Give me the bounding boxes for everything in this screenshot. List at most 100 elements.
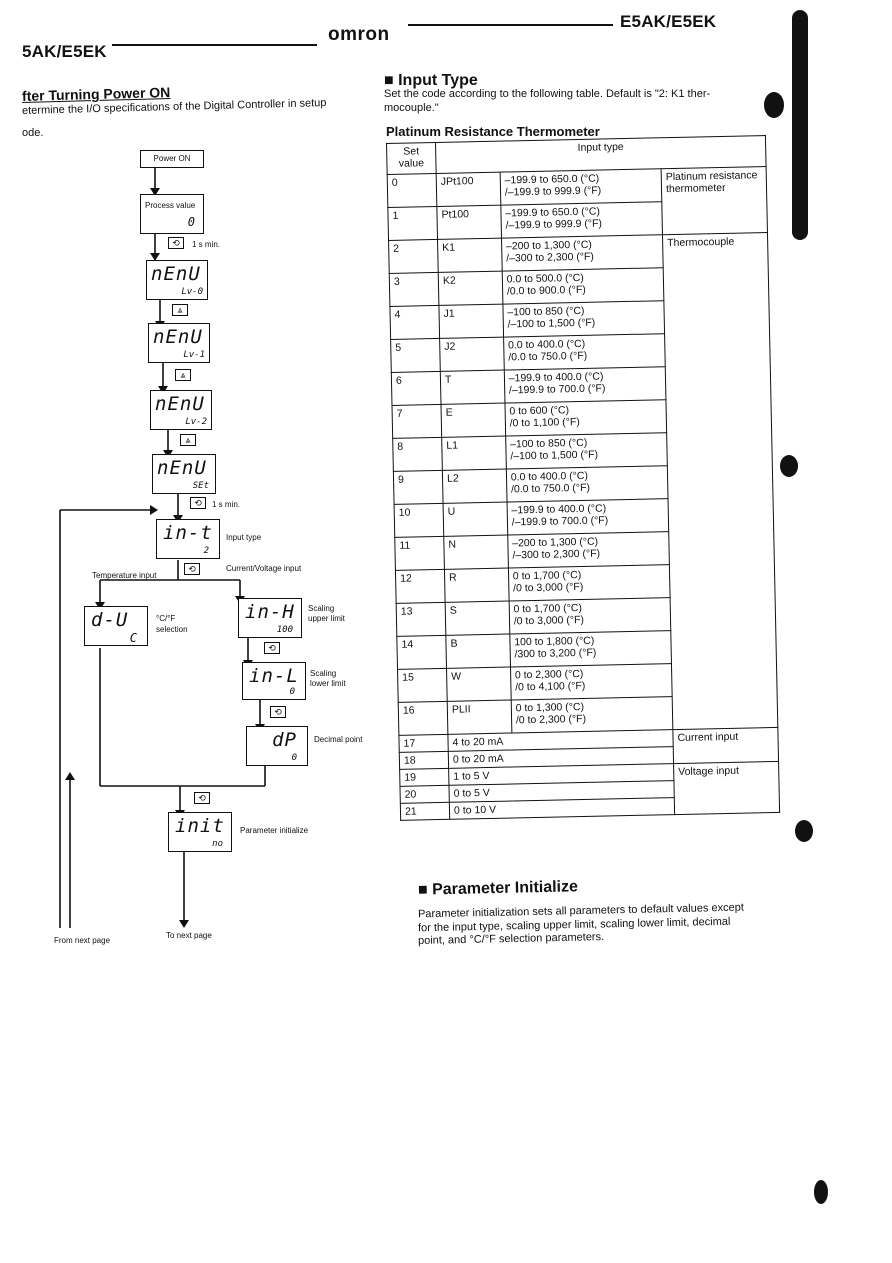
input-type-display: in-t 2 <box>156 519 220 559</box>
scaling-lower-label-2: lower limit <box>310 679 346 688</box>
row-range: –199.9 to 650.0 (°C)/–199.9 to 999.9 (°F… <box>499 168 662 206</box>
menu-lv0-display: nEnU Lv-0 <box>146 260 208 300</box>
row-set-value: 2 <box>388 239 439 274</box>
row-set-value: 9 <box>393 470 444 505</box>
range-fahrenheit: /0 to 4,100 (°F) <box>515 679 586 694</box>
row-range: –199.9 to 400.0 (°C)/–199.9 to 700.0 (°F… <box>506 498 669 536</box>
range-fahrenheit: /0.0 to 750.0 (°F) <box>508 349 588 364</box>
mode-key-icon: ⟲ <box>194 792 210 804</box>
range-fahrenheit: /–199.9 to 700.0 (°F) <box>511 514 609 529</box>
scaling-lower-sub: 0 <box>289 687 295 697</box>
range-fahrenheit: /0 to 1,100 (°F) <box>509 416 580 430</box>
row-sensor-code: T <box>440 370 505 405</box>
row-range: 0 to 2,300 (°C)/0 to 4,100 (°F) <box>510 663 673 701</box>
up-key-icon: ⩓ <box>172 304 188 316</box>
section-bullet-icon: ■ <box>384 72 399 89</box>
row-set-value: 8 <box>392 437 443 472</box>
range-fahrenheit: /–199.9 to 700.0 (°F) <box>508 382 606 397</box>
row-range: –199.9 to 650.0 (°C)/–199.9 to 999.9 (°F… <box>500 201 663 239</box>
menu-lv2-sub: Lv-2 <box>185 417 207 427</box>
table-subtitle: Platinum Resistance Thermometer <box>386 124 600 139</box>
category-platinum: Platinum resistance thermometer <box>661 166 768 235</box>
input-type-desc-2: mocouple." <box>384 102 439 114</box>
header-left-model: 5AK/E5EK <box>22 42 107 61</box>
scaling-upper-display: in-H 100 <box>238 598 302 638</box>
range-fahrenheit: /0 to 3,000 (°F) <box>513 613 585 628</box>
range-fahrenheit: /–300 to 2,300 (°F) <box>506 250 594 265</box>
cf-selection-label-1: °C/°F <box>156 614 176 623</box>
up-key-icon: ⩓ <box>180 434 196 446</box>
process-value-box: Process value 0 <box>140 194 204 234</box>
row-sensor-code: JPt100 <box>436 172 501 207</box>
range-fahrenheit: /0.0 to 900.0 (°F) <box>506 283 586 298</box>
row-set-value: 0 <box>387 173 437 208</box>
menu-set-sub: SEt <box>192 481 209 491</box>
row-range: –199.9 to 400.0 (°C)/–199.9 to 700.0 (°F… <box>504 366 666 404</box>
menu-lv0-main: nEnU <box>151 263 201 285</box>
range-fahrenheit: /0 to 2,300 (°F) <box>515 712 587 727</box>
row-sensor-code: J1 <box>438 304 504 339</box>
binder-hole-mark <box>814 1180 828 1204</box>
row-set-value: 5 <box>390 338 441 373</box>
scaling-lower-label-1: Scaling <box>310 669 337 678</box>
scaling-lower-display: in-L 0 <box>242 662 306 700</box>
row-sensor-code: PLII <box>447 700 512 735</box>
row-sensor-code: U <box>443 502 508 537</box>
mode-key-icon: ⟲ <box>168 237 184 249</box>
param-init-sub: no <box>212 839 223 849</box>
row-range: –200 to 1,300 (°C)/–300 to 2,300 (°F) <box>501 234 664 272</box>
row-set-value: 6 <box>391 371 441 406</box>
to-next-page-label: To next page <box>166 931 212 940</box>
brand-logo: omron <box>328 24 390 45</box>
row-sensor-code: K1 <box>437 238 502 273</box>
menu-lv1-display: nEnU Lv-1 <box>148 323 210 363</box>
row-sensor-code: L2 <box>442 469 507 504</box>
mode-key-icon: ⟲ <box>184 563 200 575</box>
decimal-point-label: Decimal point <box>314 735 363 744</box>
row-sensor-code: L1 <box>441 436 507 471</box>
row-range: 0 to 1,300 (°C)/0 to 2,300 (°F) <box>510 696 673 733</box>
mode-key-icon: ⟲ <box>264 642 280 654</box>
scaling-upper-sub: 100 <box>276 625 293 635</box>
menu-set-main: nEnU <box>157 457 207 479</box>
range-fahrenheit: /–300 to 2,300 (°F) <box>512 547 601 562</box>
row-range: 100 to 1,800 (°C)/300 to 3,200 (°F) <box>509 630 672 668</box>
row-set-value: 16 <box>398 701 448 736</box>
menu-lv2-main: nEnU <box>155 393 205 415</box>
row-sensor-code: S <box>445 601 510 636</box>
category-voltage: Voltage input <box>673 761 780 815</box>
up-key-icon: ⩓ <box>175 369 191 381</box>
cf-selection-main: d-U <box>91 609 129 631</box>
range-fahrenheit: /0.0 to 750.0 (°F) <box>510 481 591 496</box>
row-set-value: 14 <box>396 635 447 670</box>
row-range: –200 to 1,300 (°C)/–300 to 2,300 (°F) <box>507 531 670 569</box>
row-range: 0.0 to 400.0 (°C)/0.0 to 750.0 (°F) <box>506 465 669 503</box>
range-fahrenheit: /–100 to 1,500 (°F) <box>507 316 596 331</box>
cf-selection-display: d-U C <box>84 606 148 646</box>
binder-hole-mark <box>780 455 798 477</box>
row-set-value: 15 <box>397 668 448 703</box>
row-sensor-code: E <box>440 403 506 438</box>
row-range: 0 to 1,700 (°C)/0 to 3,000 (°F) <box>508 564 671 602</box>
row-sensor-code: J2 <box>439 337 505 372</box>
row-range: 0.0 to 500.0 (°C)/0.0 to 900.0 (°F) <box>501 267 664 305</box>
row-range: 0 to 600 (°C)/0 to 1,100 (°F) <box>504 399 667 437</box>
row-sensor-code: Pt100 <box>436 205 502 240</box>
power-on-intro-2: ode. <box>22 127 44 139</box>
binder-hole-mark <box>795 820 813 842</box>
row-set-value: 20 <box>399 785 450 804</box>
input-type-desc-1: Set the code according to the following … <box>384 88 711 100</box>
row-set-value: 4 <box>389 305 440 340</box>
row-set-value: 19 <box>399 768 449 787</box>
row-sensor-code: N <box>443 535 509 570</box>
power-on-box: Power ON <box>140 150 204 168</box>
menu-lv1-sub: Lv-1 <box>183 350 205 360</box>
param-init-title: ■ Parameter Initialize <box>417 878 579 899</box>
row-sensor-code: B <box>445 634 511 669</box>
process-value-digit: 0 <box>187 215 195 229</box>
section-bullet-icon: ■ <box>417 881 433 899</box>
row-sensor-code: W <box>446 667 511 702</box>
decimal-point-sub: 0 <box>291 753 297 763</box>
